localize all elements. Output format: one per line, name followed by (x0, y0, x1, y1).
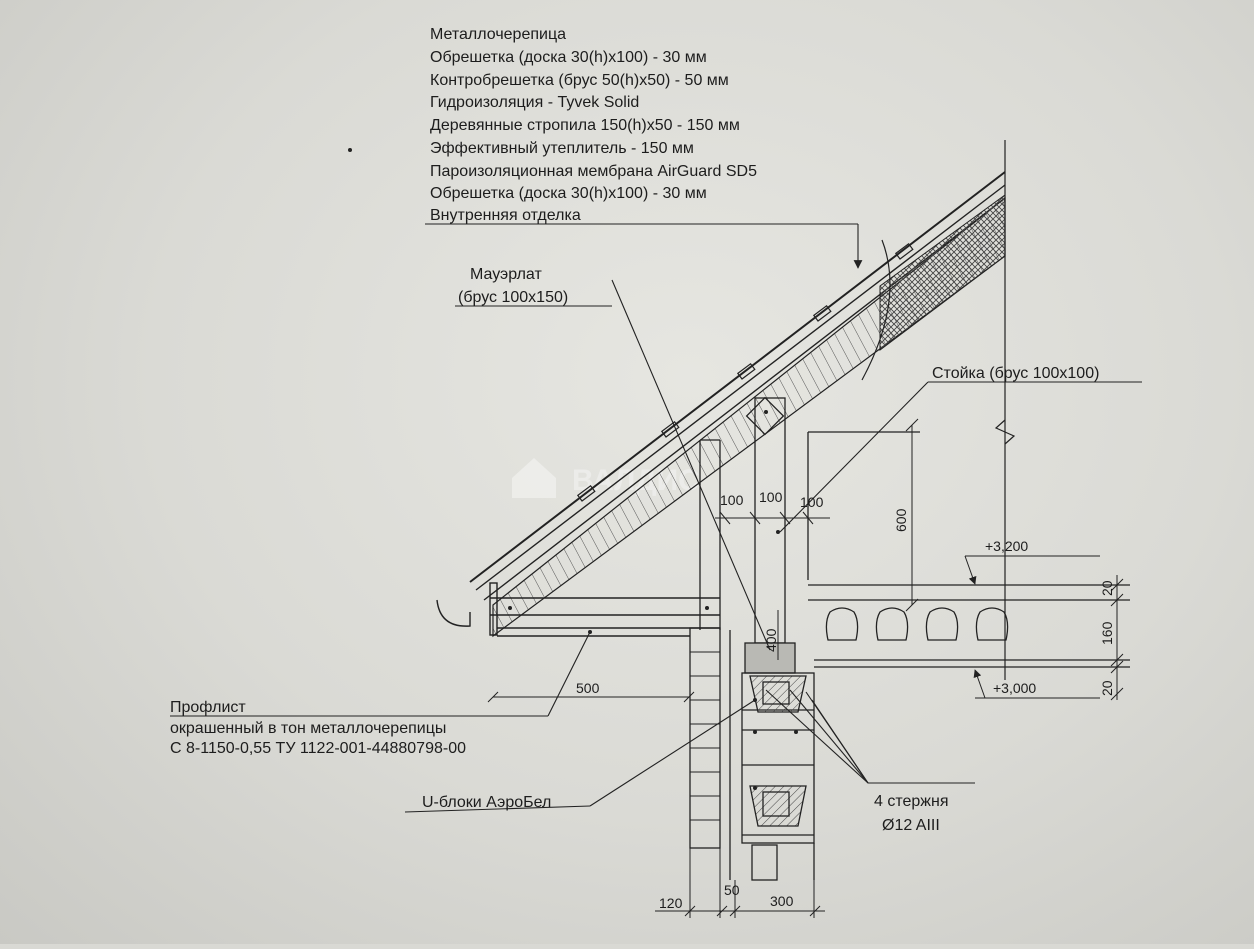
watermark-house-icon (512, 458, 556, 498)
mauerlat-label: Мауэрлат (470, 266, 542, 283)
layer-label: Эффективный утеплитель - 150 мм (430, 140, 694, 157)
layer-list: Металлочерепица Обрешетка (доска 30(h)x1… (430, 26, 757, 224)
layer-label: Обрешетка (доска 30(h)x100) - 30 мм (430, 185, 707, 202)
leader-lines (170, 223, 1142, 813)
dimension-label: 120 (659, 895, 683, 911)
dimension-label: 160 (1099, 621, 1115, 645)
layer-label: Гидроизоляция - Tyvek Solid (430, 94, 639, 111)
roof-construction (469, 140, 1016, 680)
level-mark-label: +3,000 (993, 680, 1036, 696)
dimension-texts: 100 100 100 600 400 500 20 160 20 120 50… (576, 489, 1115, 911)
profile-sheet-color-label: окрашенный в тон металлочерепицы (170, 720, 446, 737)
post-label: Стойка (брус 100x100) (932, 365, 1099, 382)
rebar-diameter-label: Ø12 AIII (882, 817, 940, 834)
dimension-label: 20 (1099, 680, 1115, 696)
dimension-label: 400 (763, 628, 779, 652)
mauerlat (744, 642, 796, 674)
points (348, 148, 798, 790)
dimension-label: 50 (724, 882, 740, 898)
layer-label: Внутренняя отделка (430, 207, 581, 224)
level-mark-label: +3,200 (985, 538, 1028, 554)
layer-label: Контробрешетка (брус 50(h)x50) - 50 мм (430, 72, 729, 89)
layer-label: Металлочерепица (430, 26, 566, 43)
mauerlat-size-label: (брус 100x150) (458, 289, 568, 306)
dimension-label: 300 (770, 893, 794, 909)
layer-label: Пароизоляционная мембрана AirGuard SD5 (430, 163, 757, 180)
rebar-count-label: 4 стержня (874, 793, 949, 810)
floor-slab (808, 584, 1130, 668)
dimension-label: 100 (759, 489, 783, 505)
dimension-label: 100 (720, 492, 744, 508)
callouts: Мауэрлат (брус 100x150) Стойка (брус 100… (170, 266, 1099, 834)
dimension-label: 600 (893, 508, 909, 532)
brick-cladding (689, 627, 721, 849)
eave-and-gutter (436, 582, 720, 637)
dimension-label: 100 (800, 494, 824, 510)
profile-sheet-label: Профлист (170, 699, 246, 716)
layer-label: Обрешетка (доска 30(h)x100) - 30 мм (430, 49, 707, 66)
insulation-layer (879, 194, 1006, 352)
profile-sheet-spec-label: С 8-1150-0,55 ТУ 1122-001-44880798-00 (170, 740, 466, 757)
dimension-label: 500 (576, 680, 600, 696)
layer-label: Деревянные стропила 150(h)x50 - 150 мм (430, 117, 740, 134)
post-and-walls (689, 396, 920, 881)
u-blocks-label: U-блоки АэроБел (422, 794, 551, 811)
dimension-label: 20 (1099, 580, 1115, 596)
dimension-lines (487, 418, 1124, 918)
